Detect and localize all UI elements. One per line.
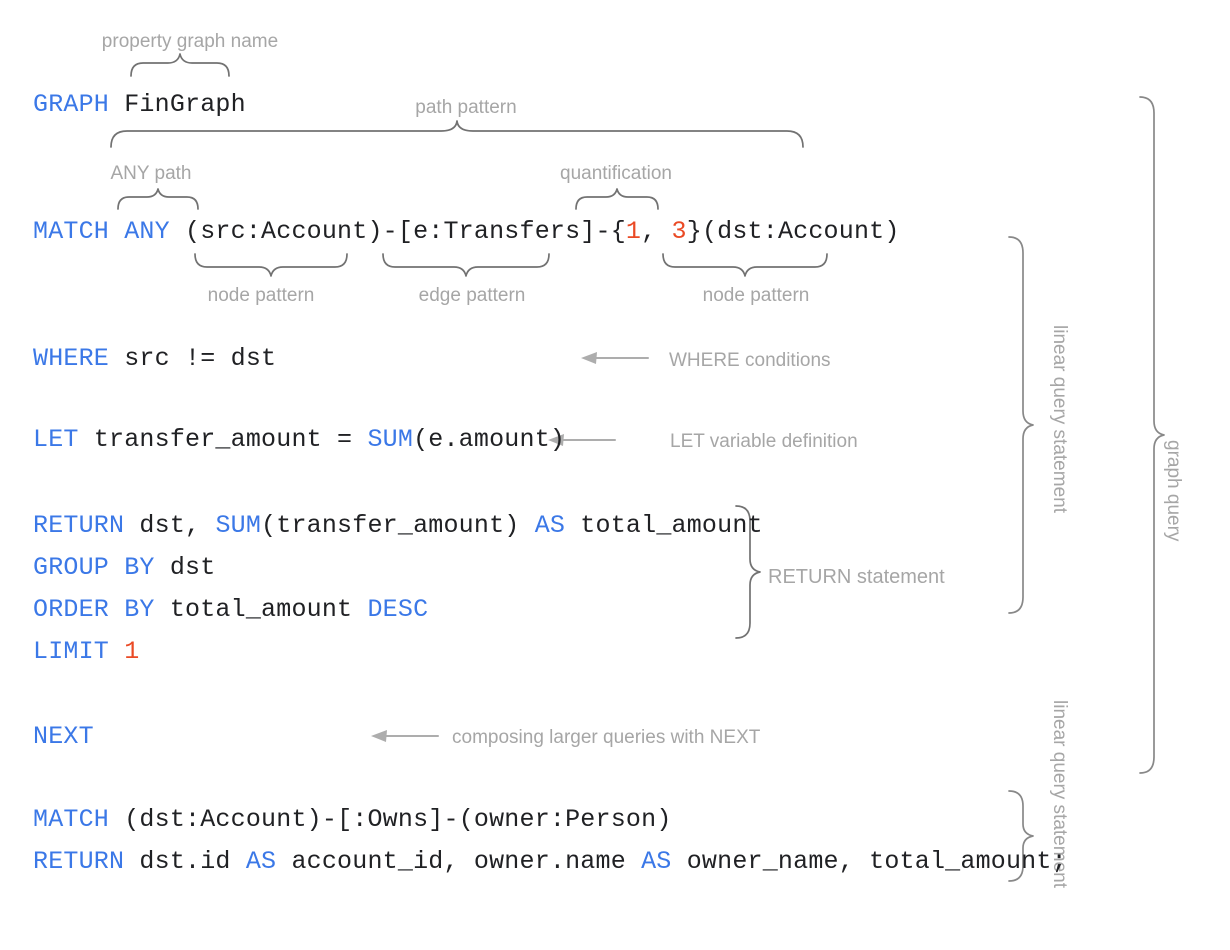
- keyword-match-2: MATCH: [33, 805, 110, 834]
- code-line-where: WHERE src != dst: [33, 346, 276, 371]
- brace-property-graph-name: [130, 53, 230, 77]
- code-line-let: LET transfer_amount = SUM(e.amount): [33, 427, 565, 452]
- sp-c: [109, 344, 124, 373]
- code-line-limit: LIMIT 1: [33, 639, 139, 664]
- node-pattern-src: (src:Account): [185, 217, 383, 246]
- keyword-return: RETURN: [33, 511, 125, 540]
- code-line-return-2: RETURN dst.id AS account_id, owner.name …: [33, 849, 1067, 874]
- annotation-let-variable-definition: LET variable definition: [670, 431, 858, 452]
- dash-1: -: [382, 217, 398, 246]
- sp-d: [79, 425, 94, 454]
- brace-path-pattern: [110, 120, 804, 148]
- code-line-graph: GRAPH FinGraph: [33, 92, 246, 117]
- annotation-path-pattern: path pattern: [415, 97, 517, 118]
- keyword-as-3: AS: [641, 847, 672, 876]
- brace-any-path: [117, 188, 199, 210]
- return-alias-total-amount: total_amount: [565, 511, 763, 540]
- sp-j: [124, 847, 139, 876]
- quantifier-open-brace: {: [610, 217, 626, 246]
- where-expression: src != dst: [124, 344, 277, 373]
- sp-i: [109, 805, 124, 834]
- quantifier-close-brace: }: [686, 217, 702, 246]
- brace-node-pattern-right: [662, 253, 828, 277]
- sp-f: [155, 553, 170, 582]
- node-pattern-dst: (dst:Account): [701, 217, 900, 246]
- sp-e: [124, 511, 139, 540]
- group-by-expression: dst: [169, 553, 216, 582]
- sp-a: [109, 217, 124, 246]
- space-1: [109, 90, 124, 119]
- return2-tail: owner_name, total_amount;: [671, 847, 1067, 876]
- node-pattern-dst-2: (dst:Account): [124, 805, 322, 834]
- annotation-linear-query-statement-1: linear query statement: [1049, 325, 1070, 513]
- keyword-as: AS: [534, 511, 566, 540]
- return-column-dst: dst,: [139, 511, 216, 540]
- quantifier-separator: ,: [641, 217, 672, 246]
- annotation-graph-query: graph query: [1163, 440, 1184, 542]
- arrow-where-conditions: [581, 352, 649, 364]
- return2-column-owner-name: account_id, owner.name: [276, 847, 642, 876]
- quantifier-min: 1: [625, 217, 642, 246]
- edge-pattern-owns: [:Owns]: [337, 805, 444, 834]
- limit-value: 1: [124, 637, 140, 666]
- dash-3: -: [321, 805, 338, 834]
- keyword-any: ANY: [124, 217, 170, 246]
- annotation-node-pattern-left: node pattern: [207, 285, 315, 306]
- sp-g: [155, 595, 170, 624]
- edge-pattern-transfers: [e:Transfers]: [397, 217, 596, 246]
- code-line-return: RETURN dst, SUM(transfer_amount) AS tota…: [33, 513, 763, 538]
- code-line-match: MATCH ANY (src:Account)-[e:Transfers]-{1…: [33, 219, 900, 244]
- graph-name-fingraph: FinGraph: [124, 90, 246, 119]
- arrow-composing-next: [371, 730, 439, 742]
- brace-quantification: [575, 188, 659, 210]
- keyword-return-2: RETURN: [33, 847, 125, 876]
- keyword-as-2: AS: [245, 847, 277, 876]
- order-by-expression: total_amount: [169, 595, 368, 624]
- dash-4: -: [443, 805, 459, 834]
- return-sum-args: (transfer_amount): [261, 511, 535, 540]
- node-pattern-owner: (owner:Person): [458, 805, 672, 834]
- function-sum-2: SUM: [215, 511, 262, 540]
- keyword-graph: GRAPH: [33, 90, 110, 119]
- annotation-property-graph-name: property graph name: [101, 31, 279, 52]
- quantifier-max: 3: [671, 217, 687, 246]
- annotation-quantification: quantification: [560, 163, 672, 184]
- code-line-next: NEXT: [33, 724, 94, 749]
- annotation-any-path: ANY path: [110, 163, 192, 184]
- keyword-match: MATCH: [33, 217, 110, 246]
- code-line-order-by: ORDER BY total_amount DESC: [33, 597, 428, 622]
- return2-column-dst-id: dst.id: [139, 847, 246, 876]
- code-line-group-by: GROUP BY dst: [33, 555, 215, 580]
- brace-node-pattern-left: [194, 253, 348, 277]
- let-function-args: (e.amount): [413, 425, 566, 454]
- annotation-node-pattern-right: node pattern: [702, 285, 810, 306]
- keyword-next: NEXT: [33, 722, 94, 751]
- keyword-limit: LIMIT: [33, 637, 110, 666]
- brace-graph-query: [1139, 96, 1165, 774]
- keyword-let: LET: [33, 425, 79, 454]
- function-sum: SUM: [367, 425, 414, 454]
- keyword-order-by: ORDER BY: [33, 595, 155, 624]
- code-line-match-2: MATCH (dst:Account)-[:Owns]-(owner:Perso…: [33, 807, 672, 832]
- brace-edge-pattern: [382, 253, 550, 277]
- let-variable-assignment: transfer_amount =: [93, 425, 368, 454]
- keyword-desc: DESC: [367, 595, 429, 624]
- annotation-composing-with-next: composing larger queries with NEXT: [452, 727, 761, 748]
- keyword-group-by: GROUP BY: [33, 553, 155, 582]
- annotation-edge-pattern: edge pattern: [418, 285, 526, 306]
- annotation-return-statement: RETURN statement: [768, 566, 945, 588]
- dash-2: -: [595, 217, 611, 246]
- keyword-where: WHERE: [33, 344, 110, 373]
- sp-b: [170, 217, 185, 246]
- brace-linear-query-statement-1: [1008, 236, 1034, 614]
- sp-h: [109, 637, 124, 666]
- annotation-where-conditions: WHERE conditions: [669, 350, 831, 371]
